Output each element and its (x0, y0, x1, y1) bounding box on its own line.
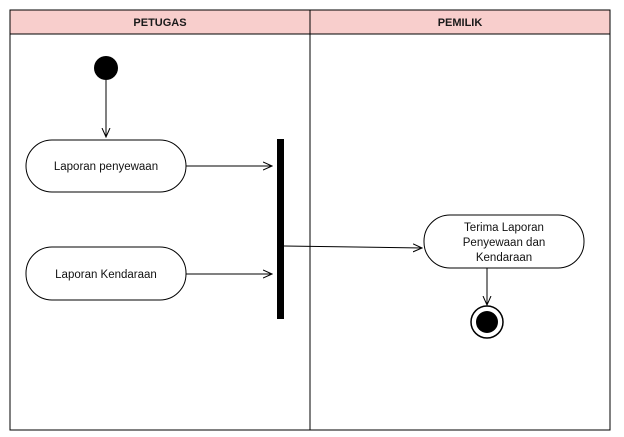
action-laporan-penyewaan: Laporan penyewaan (25, 139, 187, 193)
action-label-terima-laporan-line-3: Kendaraan (476, 252, 532, 264)
action-laporan-kendaraan: Laporan Kendaraan (25, 246, 187, 301)
action-terima-laporan: Terima Laporan Penyewaan dan Kendaraan (423, 214, 585, 269)
lane-petugas: PETUGAS (9, 9, 311, 431)
action-label-terima-laporan-line-2: Penyewaan dan (463, 237, 545, 249)
final-node (470, 305, 504, 339)
lane-title-pemilik: PEMILIK (438, 17, 483, 29)
join-bar (277, 139, 284, 319)
action-label-laporan-penyewaan: Laporan penyewaan (54, 161, 158, 173)
lane-header-petugas (9, 9, 311, 35)
initial-node (94, 56, 118, 80)
action-label-laporan-kendaraan: Laporan Kendaraan (55, 269, 157, 281)
lane-title-petugas: PETUGAS (133, 17, 186, 29)
action-label-terima-laporan-line-1: Terima Laporan (464, 222, 544, 234)
edge-join-to-terima-laporan (283, 246, 422, 248)
lane-header-pemilik (309, 9, 611, 35)
